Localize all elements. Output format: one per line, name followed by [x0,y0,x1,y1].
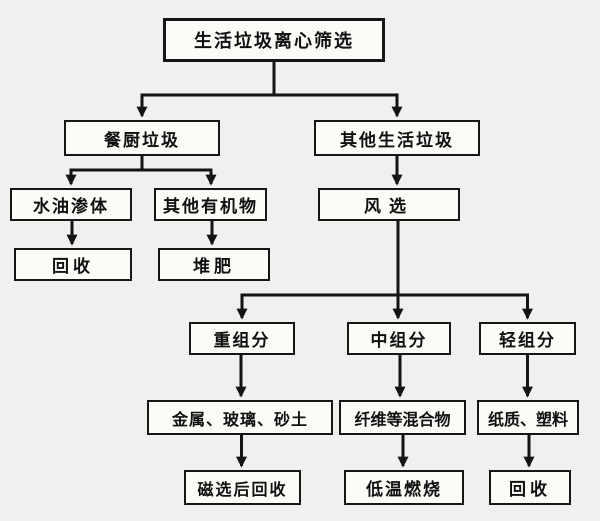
node-compost: 堆肥 [158,248,270,281]
node-water-oil: 水油渗体 [10,188,132,221]
node-other-organics: 其他有机物 [154,188,267,221]
node-air-classification: 风选 [318,188,460,221]
node-other-household-waste: 其他生活垃圾 [314,120,480,156]
node-paper-plastic: 纸质、塑料 [477,400,579,435]
node-fiber-mixture: 纤维等混合物 [339,400,466,435]
node-medium-fraction: 中组分 [347,322,451,355]
node-recycle-right: 回收 [489,470,571,505]
node-recycle-left: 回收 [14,248,132,281]
node-kitchen-waste: 餐厨垃圾 [64,120,220,156]
node-root: 生活垃圾离心筛选 [163,18,385,62]
node-low-temp-combustion: 低温燃烧 [344,470,464,505]
node-light-fraction: 轻组分 [479,322,576,355]
node-metal-glass-sand: 金属、玻璃、砂土 [147,400,333,435]
node-magnetic-recycle: 磁选后回收 [184,470,301,505]
node-heavy-fraction: 重组分 [189,322,295,355]
